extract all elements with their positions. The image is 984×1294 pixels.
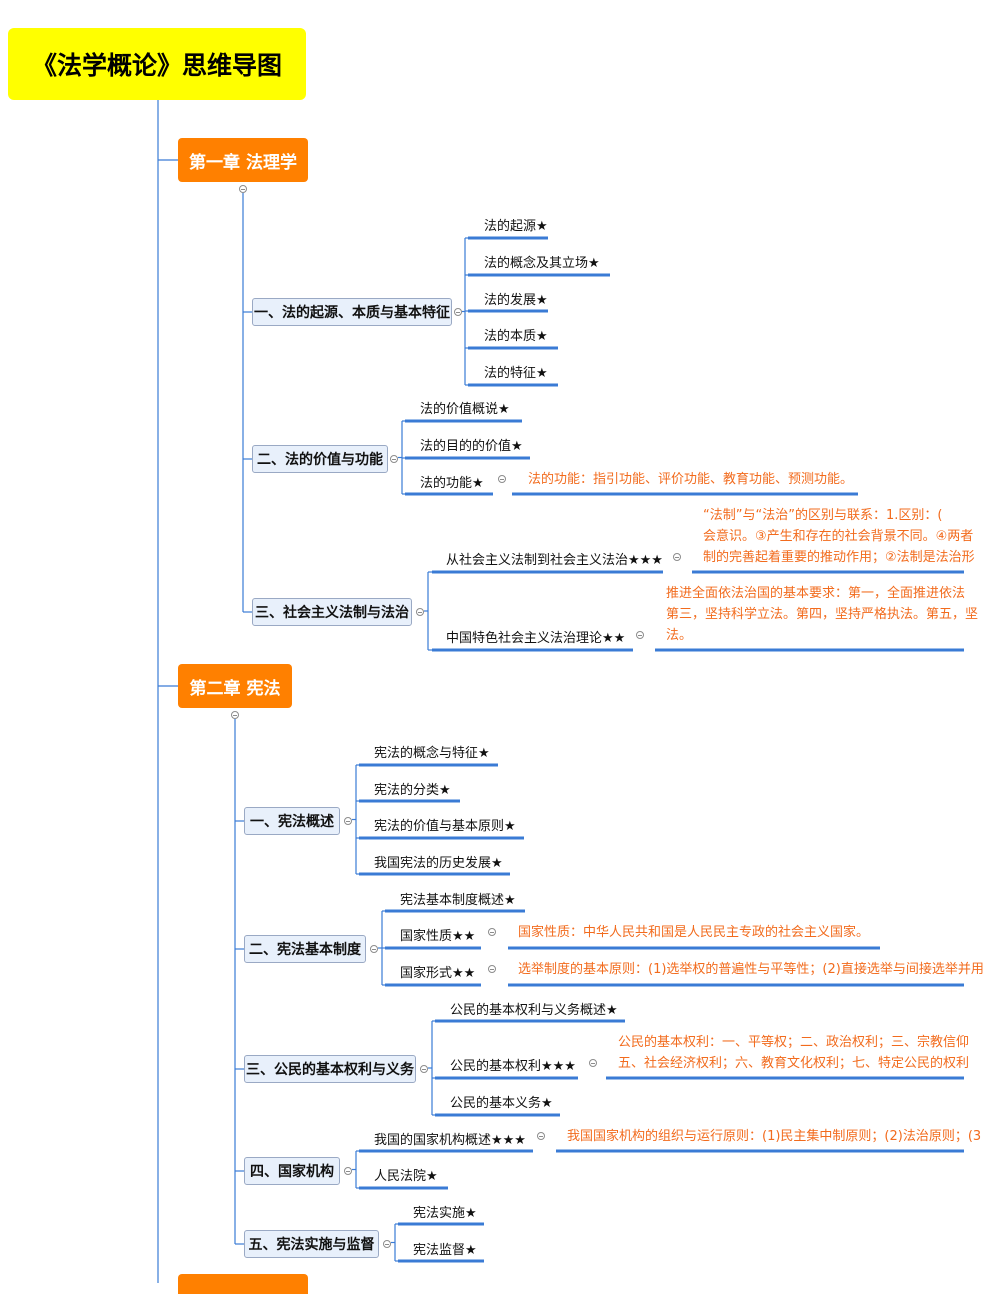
collapse-icon[interactable] — [344, 817, 352, 825]
collapse-icon[interactable] — [673, 553, 681, 561]
leaf-item[interactable]: 公民的基本权利★★★ — [450, 1059, 576, 1074]
chapter-2-node[interactable]: 第二章 宪法 — [178, 664, 292, 708]
section-2-4[interactable]: 四、国家机构 — [244, 1157, 340, 1185]
leaf-item[interactable]: 法的发展★ — [484, 293, 548, 308]
collapse-icon[interactable] — [231, 711, 239, 719]
collapse-icon[interactable] — [390, 455, 398, 463]
note-text: 第三，坚持科学立法。第四，坚持严格执法。第五，坚 — [666, 607, 979, 622]
note-text: 制的完善起着重要的推动作用；②法制是法治形 — [703, 550, 975, 565]
collapse-icon[interactable] — [589, 1059, 597, 1067]
note-text: 公民的基本权利：一、平等权；二、政治权利；三、宗教信仰 — [618, 1035, 970, 1050]
collapse-icon[interactable] — [488, 965, 496, 973]
section-2-3[interactable]: 三、公民的基本权利与义务 — [244, 1055, 416, 1083]
section-1-3[interactable]: 三、社会主义法制与法治 — [252, 598, 412, 626]
section-2-1[interactable]: 一、宪法概述 — [244, 807, 340, 835]
note-text: 国家性质：中华人民共和国是人民民主专政的社会主义国家。 — [518, 925, 870, 940]
leaf-item[interactable]: 法的价值概说★ — [420, 402, 510, 417]
leaf-item[interactable]: 法的目的的价值★ — [420, 439, 523, 454]
leaf-item[interactable]: 宪法实施★ — [413, 1206, 477, 1221]
note-text: 会意识。③产生和存在的社会背景不同。④两者 — [703, 529, 974, 544]
leaf-item[interactable]: 宪法的概念与特征★ — [374, 746, 490, 761]
leaf-item[interactable]: 宪法基本制度概述★ — [400, 893, 516, 908]
leaf-item[interactable]: 中国特色社会主义法治理论★★ — [446, 631, 626, 646]
note-text: 法。 — [666, 628, 693, 643]
note-text: “法制”与“法治”的区别与联系：1.区别：( — [703, 508, 943, 523]
collapse-icon[interactable] — [370, 945, 378, 953]
collapse-icon[interactable] — [488, 928, 496, 936]
leaf-item[interactable]: 法的本质★ — [484, 329, 548, 344]
leaf-item[interactable]: 人民法院★ — [374, 1169, 438, 1184]
collapse-icon[interactable] — [636, 631, 644, 639]
leaf-item[interactable]: 从社会主义法制到社会主义法治★★★ — [446, 553, 663, 568]
note-text: 推进全面依法治国的基本要求：第一，全面推进依法 — [666, 586, 966, 601]
collapse-icon[interactable] — [383, 1240, 391, 1248]
note-text: 我国国家机构的组织与运行原则：(1)民主集中制原则；(2)法治原则；(3 — [567, 1129, 982, 1144]
collapse-icon[interactable] — [239, 185, 247, 193]
section-1-1[interactable]: 一、法的起源、本质与基本特征 — [252, 298, 452, 326]
collapse-icon[interactable] — [454, 308, 462, 316]
leaf-item[interactable]: 法的特征★ — [484, 366, 548, 381]
note-text: 选举制度的基本原则：(1)选举权的普遍性与平等性；(2)直接选举与间接选举并用 — [518, 962, 984, 977]
collapse-icon[interactable] — [537, 1132, 545, 1140]
chapter-1-node[interactable]: 第一章 法理学 — [178, 138, 308, 182]
collapse-icon[interactable] — [420, 1065, 428, 1073]
leaf-item[interactable]: 公民的基本义务★ — [450, 1096, 553, 1111]
leaf-item[interactable]: 国家性质★★ — [400, 929, 476, 944]
leaf-item[interactable]: 法的概念及其立场★ — [484, 256, 600, 271]
leaf-item[interactable]: 法的起源★ — [484, 219, 548, 234]
note-text: 五、社会经济权利；六、教育文化权利；七、特定公民的权利 — [618, 1056, 970, 1071]
leaf-item[interactable]: 我国的国家机构概述★★★ — [374, 1133, 526, 1148]
note-text: 法的功能：指引功能、评价功能、教育功能、预测功能。 — [528, 472, 854, 487]
leaf-item[interactable]: 公民的基本权利与义务概述★ — [450, 1003, 618, 1018]
leaf-item[interactable]: 宪法的分类★ — [374, 783, 451, 798]
collapse-icon[interactable] — [498, 475, 506, 483]
leaf-item[interactable]: 法的功能★ — [420, 476, 484, 491]
collapse-icon[interactable] — [344, 1167, 352, 1175]
map-title: 《法学概论》思维导图 — [8, 28, 306, 100]
connector-lines — [157, 100, 964, 1283]
leaf-item[interactable]: 我国宪法的历史发展★ — [374, 856, 503, 871]
section-2-2[interactable]: 二、宪法基本制度 — [244, 935, 366, 963]
leaf-item[interactable]: 宪法监督★ — [413, 1243, 477, 1258]
leaf-item[interactable]: 宪法的价值与基本原则★ — [374, 819, 516, 834]
collapse-icon[interactable] — [416, 608, 424, 616]
leaf-item[interactable]: 国家形式★★ — [400, 966, 476, 981]
section-2-5[interactable]: 五、宪法实施与监督 — [244, 1230, 379, 1258]
section-1-2[interactable]: 二、法的价值与功能 — [252, 445, 388, 473]
chapter-3-node[interactable] — [178, 1274, 308, 1294]
